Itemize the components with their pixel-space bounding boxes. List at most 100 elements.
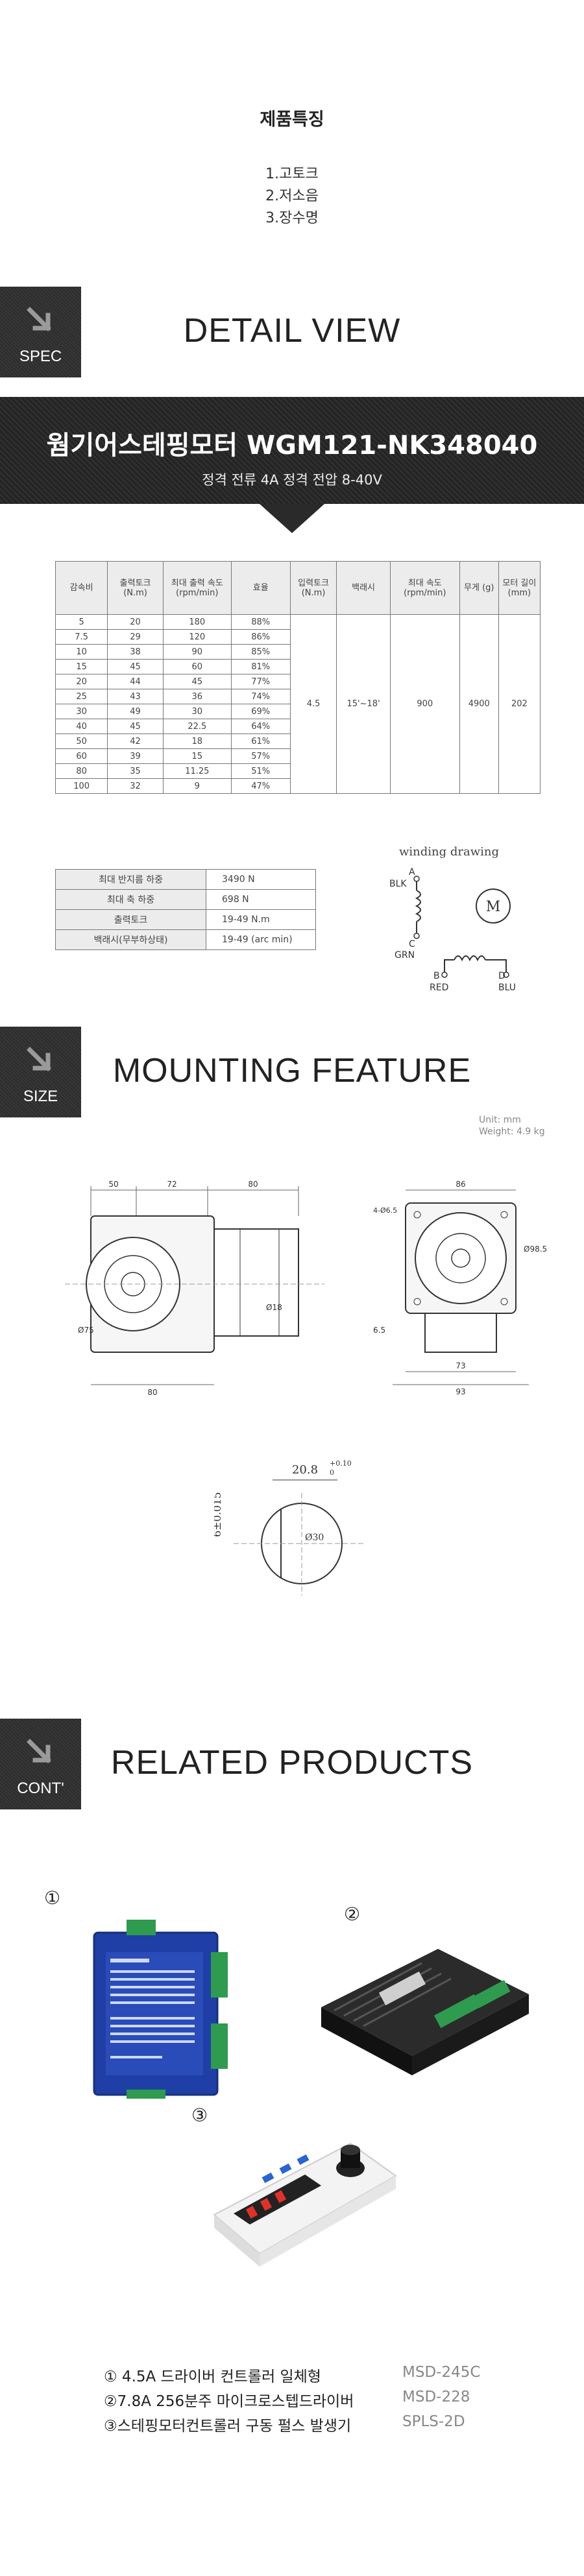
pin-c-label: C <box>409 939 415 949</box>
list-item[interactable]: ②7.8A 256분주 마이크로스텝드라이버 MSD-228 <box>104 2389 506 2413</box>
cell-efficiency: 51% <box>230 763 291 779</box>
col-header: 입력토크 (N.m) <box>289 561 337 615</box>
col-header: 감속비 <box>55 561 108 615</box>
dim-label: 80 <box>248 1180 258 1189</box>
col-header: 백래시 <box>336 561 391 615</box>
cell-ratio: 7.5 <box>55 629 108 645</box>
cell-max-speed: 900 <box>389 614 460 794</box>
cell-value: 698 N <box>206 889 316 910</box>
banner-notch <box>260 504 324 533</box>
cell-speed: 30 <box>162 704 232 719</box>
cell-efficiency: 64% <box>230 719 291 734</box>
product-list: ① 4.5A 드라이버 컨트롤러 일체형 MSD-245C ②7.8A 256분… <box>104 2364 506 2438</box>
shaft-tol-upper: +0.10 <box>330 1459 352 1468</box>
product-model: SPLS-2D <box>402 2413 465 2430</box>
cont-section-header: CONT' RELATED PRODUCTS <box>0 1719 584 1809</box>
cell-ratio: 10 <box>55 644 108 660</box>
winding-drawing: winding drawing A BLK C GRN M B RED D BL… <box>389 845 516 993</box>
cell-efficiency: 81% <box>230 659 291 674</box>
cell-efficiency: 47% <box>230 778 291 794</box>
cell-value: 19-49 (arc min) <box>206 929 316 950</box>
cell-efficiency: 85% <box>230 644 291 660</box>
cell-speed: 180 <box>162 614 232 630</box>
cell-ratio: 5 <box>55 614 108 630</box>
spec-section-header: SPEC DETAIL VIEW <box>0 287 584 377</box>
col-header: 효율 <box>230 561 291 615</box>
cell-ratio: 50 <box>55 733 108 749</box>
list-item[interactable]: ① 4.5A 드라이버 컨트롤러 일체형 MSD-245C <box>104 2364 506 2389</box>
pin-blu-label: BLU <box>498 983 516 993</box>
cell-ratio: 25 <box>55 689 108 704</box>
arrow-down-right-icon <box>27 1739 51 1763</box>
banner-title: 웜기어스테핑모터 WGM121-NK348040 <box>46 431 538 460</box>
dim-label: Ø98.5 <box>524 1245 547 1254</box>
cell-efficiency: 57% <box>230 748 291 764</box>
size-section-header: SIZE MOUNTING FEATURE <box>0 1027 584 1117</box>
pin-d-label: D <box>498 971 505 981</box>
cell-efficiency: 86% <box>230 629 291 645</box>
cell-efficiency: 88% <box>230 614 291 630</box>
side-view-drawing: 86 Ø98.5 73 93 6.5 4-Ø6.5 <box>373 1180 547 1396</box>
cell-torque: 20 <box>107 614 164 630</box>
motor-label: M <box>486 899 501 915</box>
cell-torque: 43 <box>107 689 164 704</box>
cell-torque: 29 <box>107 629 164 645</box>
cell-ratio: 20 <box>55 674 108 689</box>
cell-efficiency: 74% <box>230 689 291 704</box>
size-section-title: MOUNTING FEATURE <box>112 1052 472 1090</box>
cell-backlash: 15'~18' <box>336 614 391 794</box>
driver-msd245c-image[interactable] <box>81 1920 243 2101</box>
col-header: 최대 속도 (rpm/min) <box>389 561 460 615</box>
col-header: 모터 길이 (mm) <box>498 561 541 615</box>
product-model: MSD-245C <box>402 2364 481 2381</box>
cell-efficiency: 69% <box>230 704 291 719</box>
size-tag: SIZE <box>0 1027 81 1117</box>
motor-body <box>213 1228 299 1337</box>
cell-ratio: 60 <box>55 748 108 764</box>
cell-ratio: 40 <box>55 719 108 734</box>
product-number: ② <box>344 1903 361 1925</box>
driver-msd228-image[interactable] <box>308 1936 542 2085</box>
cell-ratio: 30 <box>55 704 108 719</box>
cell-ratio: 15 <box>55 659 108 674</box>
list-item[interactable]: ③스테핑모터컨트롤러 구동 펄스 발생기 SPLS-2D <box>104 2413 506 2438</box>
cell-torque: 45 <box>107 659 164 674</box>
cell-input-torque: 4.5 <box>289 614 337 794</box>
dim-label: 72 <box>167 1180 176 1189</box>
spec-table: 감속비 출력토크 (N.m) 최대 출력 속도 (rpm/min) 효율 입력토… <box>55 561 541 794</box>
dim-label: Ø75 <box>78 1326 94 1335</box>
pin-grn-label: GRN <box>395 950 415 960</box>
unit-text: Unit: mm <box>479 1115 521 1125</box>
cell-speed: 15 <box>162 748 232 764</box>
mounting-info: Unit: mm Weight: 4.9 kg <box>479 1114 545 1138</box>
cont-section-title: RELATED PRODUCTS <box>110 1744 474 1782</box>
cont-tag: CONT' <box>0 1719 81 1809</box>
motor-symbol <box>476 888 511 924</box>
dim-label: 6.5 <box>373 1326 385 1335</box>
product-name: ②7.8A 256분주 마이크로스텝드라이버 <box>104 2393 354 2410</box>
cell-speed: 45 <box>162 674 232 689</box>
winding-title: winding drawing <box>399 845 499 859</box>
cell-key: 최대 반지름 하중 <box>55 869 206 890</box>
pulse-generator-spls2d-image[interactable] <box>208 2137 402 2273</box>
cell-torque: 45 <box>107 719 164 734</box>
cell-key: 백래시(무부하상태) <box>55 929 206 950</box>
cell-speed: 18 <box>162 733 232 749</box>
cell-torque: 32 <box>107 778 164 794</box>
cell-key: 출력토크 <box>55 909 206 930</box>
dim-label: 86 <box>456 1180 465 1189</box>
shaft-tol-lower: 0 <box>330 1468 334 1477</box>
banner-subtitle: 정격 전류 4A 정격 전압 8-40V <box>202 472 382 488</box>
pin-red-label: RED <box>430 983 448 993</box>
col-header: 무게 (g) <box>459 561 499 615</box>
product-name: ③스테핑모터컨트롤러 구동 펄스 발생기 <box>104 2418 352 2435</box>
dim-label: Ø18 <box>266 1303 282 1312</box>
cell-speed: 90 <box>162 644 232 660</box>
col-header: 출력토크 (N.m) <box>107 561 164 615</box>
